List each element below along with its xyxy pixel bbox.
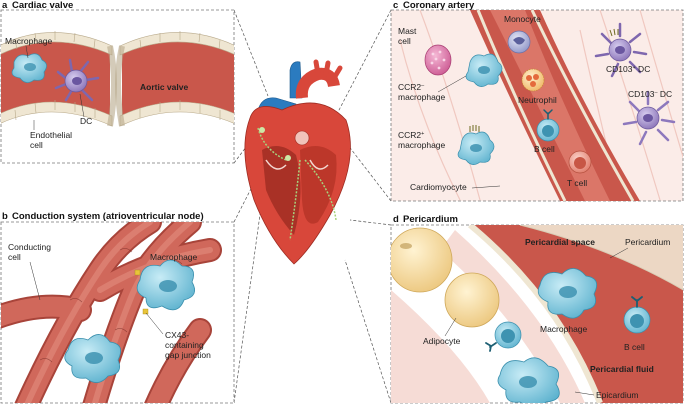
label-cd103-positive-dc: CD103+ DC [606, 64, 650, 74]
label-epicardium: Epicardium [596, 390, 639, 400]
label-monocyte: Monocyte [504, 14, 541, 24]
panel-b-conduction-system: b Conduction system (atrioventricular no… [0, 211, 235, 404]
pericardial-space-label: Pericardial space [525, 237, 595, 247]
label-macrophage-b: Macrophage [150, 252, 198, 262]
panel-c-title: Coronary artery [403, 0, 475, 11]
panel-c-letter: c [393, 0, 398, 11]
gap-junction-2 [142, 308, 149, 315]
label-ccr2-negative-macrophage: CCR2– [398, 82, 425, 92]
panel-d-title: Pericardium [403, 214, 458, 225]
cd103-positive-dc [594, 22, 648, 78]
label-macrophage-a: Macrophage [5, 36, 53, 46]
b-cell-c [536, 109, 560, 142]
mast-cell [424, 44, 452, 76]
label-mast-cell: Mast [398, 26, 417, 36]
monocyte-cell [507, 30, 531, 54]
label-ccr2-negative-macrophage-2: macrophage [398, 92, 446, 102]
label-endothelial-a: Endothelial [30, 130, 72, 140]
ccr2-receptor-icon [469, 125, 480, 132]
label-neutrophil: Neutrophil [518, 95, 557, 105]
label-cx43-3: gap junction [165, 350, 211, 360]
label-cd103-negative-dc: CD103– DC [628, 89, 672, 99]
label-mast-cell-2: cell [398, 36, 411, 46]
b-cell-d2 [485, 321, 522, 352]
label-dc-a: DC [80, 116, 92, 126]
label-cx43-2: containing [165, 340, 204, 350]
label-conducting-cell-2: cell [8, 252, 21, 262]
b-cell-d [623, 296, 651, 334]
label-endothelial-a-2: cell [30, 140, 43, 150]
gap-junction-1 [134, 269, 141, 276]
panel-a-title: Cardiac valve [12, 0, 73, 11]
label-adipocyte: Adipocyte [423, 336, 461, 346]
panel-c-coronary-artery: c Coronary artery [390, 0, 684, 202]
label-conducting-cell: Conducting [8, 242, 51, 252]
label-pericardium: Pericardium [625, 237, 670, 247]
label-cardiomyocyte: Cardiomyocyte [410, 182, 467, 192]
heart-illustration [244, 59, 351, 265]
panel-b-title: Conduction system (atrioventricular node… [12, 211, 204, 222]
panel-d-pericardium: d Pericardium [390, 214, 684, 404]
t-cell [568, 150, 592, 174]
panel-a-letter: a [2, 0, 8, 11]
panel-d-letter: d [393, 214, 399, 225]
label-ccr2-positive-macrophage-2: macrophage [398, 140, 446, 150]
label-b-cell-c: B cell [534, 144, 555, 154]
aortic-valve-label: Aortic valve [140, 82, 188, 92]
dendritic-cell [54, 58, 100, 102]
label-t-cell: T cell [567, 178, 587, 188]
right-valve-leaflet [122, 39, 234, 118]
adipocyte-cells [391, 227, 500, 328]
label-cx43: CX43- [165, 330, 189, 340]
label-b-cell-d: B cell [624, 342, 645, 352]
cd103-negative-dc [622, 90, 676, 146]
panel-b-letter: b [2, 211, 8, 222]
label-macrophage-d: Macrophage [540, 324, 588, 334]
panel-a-cardiac-valve: a Cardiac valve [0, 0, 235, 164]
neutrophil-cell [521, 68, 545, 92]
label-ccr2-positive-macrophage: CCR2+ [398, 130, 424, 140]
pericardial-fluid-label: Pericardial fluid [590, 364, 654, 374]
